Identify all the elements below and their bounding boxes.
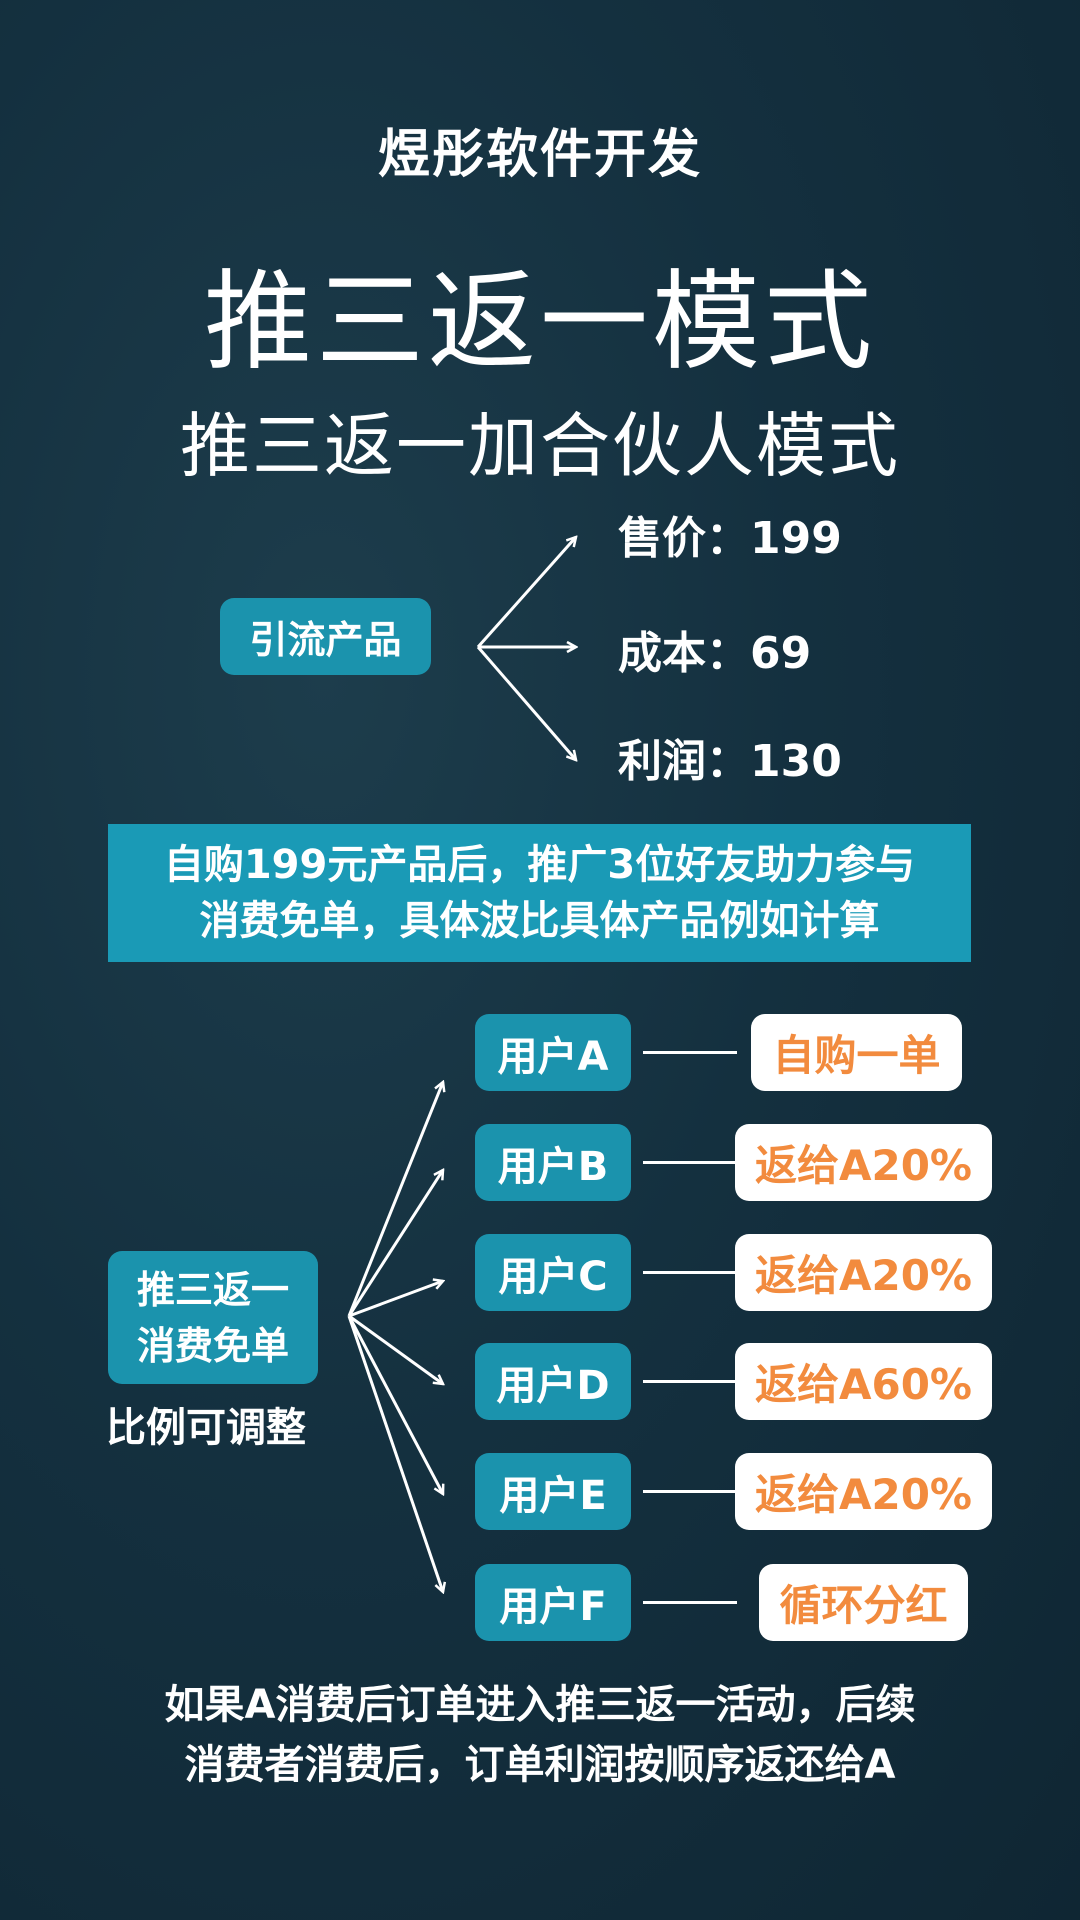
ratio-note: 比例可调整: [106, 1405, 306, 1451]
result-d: 返给A60%: [735, 1343, 992, 1420]
footer-line: 消费者消费后，订单利润按顺序返还给A: [184, 1742, 896, 1788]
brand-name: 煜彤软件开发: [377, 125, 702, 185]
page-title: 推三返一模式: [203, 260, 876, 385]
product-box: 引流产品: [220, 598, 431, 675]
footer-line: 如果A消费后订单进入推三返一活动，后续: [164, 1682, 916, 1728]
arrow-profit: [476, 646, 576, 760]
connector: [643, 1161, 737, 1164]
cost-label: 成本：69: [618, 628, 812, 679]
scheme-line: 消费免单: [136, 1323, 289, 1368]
banner-line: 自购199元产品后，推广3位好友助力参与: [163, 842, 916, 888]
footer-note: 如果A消费后订单进入推三返一活动，后续 消费者消费后，订单利润按顺序返还给A: [0, 1675, 1080, 1795]
connector: [643, 1051, 737, 1054]
arrow-price: [476, 537, 576, 648]
user-e: 用户E: [475, 1453, 631, 1530]
user-b: 用户B: [475, 1124, 631, 1201]
arrow-user-e: [347, 1315, 443, 1494]
scheme-box: 推三返一 消费免单: [108, 1251, 318, 1384]
connector: [643, 1271, 737, 1274]
profit-label: 利润：130: [618, 736, 842, 787]
connector: [643, 1490, 737, 1493]
arrow-user-b: [347, 1170, 443, 1317]
result-f: 循环分红: [759, 1564, 968, 1641]
scheme-line: 推三返一: [136, 1267, 289, 1312]
arrow-user-f: [347, 1315, 443, 1592]
arrow-user-d: [348, 1314, 443, 1384]
user-a: 用户A: [475, 1014, 631, 1091]
page-subtitle: 推三返一加合伙人模式: [180, 405, 900, 487]
info-banner: 自购199元产品后，推广3位好友助力参与 消费免单，具体波比具体产品例如计算: [108, 824, 971, 962]
connector: [643, 1601, 737, 1604]
arrow-user-c: [348, 1281, 443, 1318]
result-e: 返给A20%: [735, 1453, 992, 1530]
user-d: 用户D: [475, 1343, 631, 1420]
result-c: 返给A20%: [735, 1234, 992, 1311]
price-label: 售价：199: [618, 513, 842, 564]
result-b: 返给A20%: [735, 1124, 992, 1201]
connector: [643, 1380, 737, 1383]
user-f: 用户F: [475, 1564, 631, 1641]
arrow-user-a: [347, 1082, 443, 1317]
result-a: 自购一单: [751, 1014, 962, 1091]
banner-line: 消费免单，具体波比具体产品例如计算: [199, 898, 880, 944]
user-c: 用户C: [475, 1234, 631, 1311]
